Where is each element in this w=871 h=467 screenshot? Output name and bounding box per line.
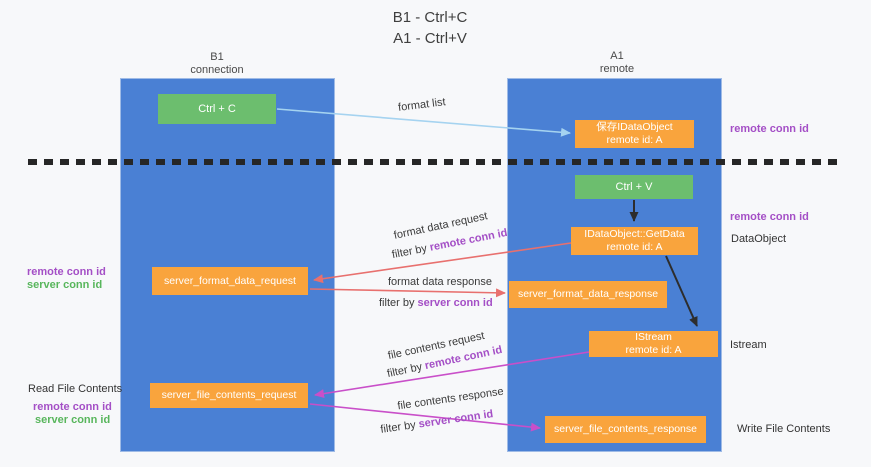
save-dataobject-line2: remote id: A	[606, 134, 663, 146]
dataobject-label: DataObject	[731, 233, 787, 245]
ctrl-v-box: Ctrl + V	[575, 175, 693, 199]
format-response-box: server_format_data_response	[509, 281, 667, 308]
format-data-response-label: format data response	[388, 276, 492, 288]
filter-by-server-label-1: filter by server conn id	[379, 297, 493, 309]
column-b1-name: B1	[210, 51, 224, 63]
filter-by-text: filter by	[390, 241, 432, 262]
save-dataobject-line1: 保存IDataObject	[596, 121, 673, 133]
format-request-label: server_format_data_request	[164, 274, 296, 287]
filter-by-text: filter by	[379, 418, 420, 436]
column-a1-subtitle: remote	[599, 63, 635, 75]
filter-by-text: filter by	[386, 360, 427, 381]
format-response-label: server_format_data_response	[517, 288, 659, 300]
save-dataobject-box: 保存IDataObject remote id: A	[575, 120, 694, 148]
server-conn-id-text: server conn id	[417, 408, 495, 431]
remote-conn-id-label-right-2: remote conn id	[730, 211, 809, 223]
istream-box: IStream remote id: A	[589, 331, 718, 357]
title-line-2: A1 - Ctrl+V	[393, 30, 467, 47]
file-request-box: server_file_contents_request	[150, 383, 308, 408]
filter-by-text: filter by	[379, 297, 418, 309]
read-file-contents-label: Read File Contents	[28, 383, 123, 395]
file-request-label: server_file_contents_request	[161, 389, 297, 401]
ctrl-v-label: Ctrl + V	[615, 181, 653, 193]
title-line-1: B1 - Ctrl+C	[392, 9, 468, 26]
remote-conn-id-label-left-1: remote conn id	[27, 266, 106, 278]
ctrl-c-box: Ctrl + C	[158, 94, 276, 124]
server-conn-id-label-left-1: server conn id	[27, 279, 103, 291]
write-file-contents-label: Write File Contents	[737, 423, 831, 435]
getdata-box: IDataObject::GetData remote id: A	[571, 227, 698, 255]
session-divider	[28, 159, 838, 165]
istream-line1: IStream	[635, 331, 672, 343]
column-b1-subtitle: connection	[190, 64, 244, 76]
remote-conn-id-label-right-1: remote conn id	[730, 123, 809, 135]
file-response-box: server_file_contents_response	[545, 416, 706, 443]
format-request-box: server_format_data_request	[152, 267, 308, 295]
getdata-line2: remote id: A	[606, 241, 663, 253]
filter-by-server-label-2: filter by server conn id	[380, 408, 494, 436]
column-a1-name: A1	[610, 50, 624, 62]
diagram-title: B1 - Ctrl+C A1 - Ctrl+V	[280, 7, 580, 49]
istream-line2: remote id: A	[625, 344, 682, 356]
file-response-label: server_file_contents_response	[553, 423, 697, 435]
istream-side-label: Istream	[730, 339, 767, 351]
server-conn-id-text: server conn id	[417, 297, 493, 309]
format-list-label: format list	[397, 96, 447, 114]
format-response-arrow	[309, 288, 506, 298]
server-conn-id-label-left-2: server conn id	[35, 414, 111, 426]
column-header-b1: B1 connection	[157, 51, 277, 77]
ctrl-c-label: Ctrl + C	[198, 103, 236, 115]
column-header-a1: A1 remote	[557, 50, 677, 76]
getdata-line1: IDataObject::GetData	[584, 228, 685, 240]
remote-conn-id-label-left-2: remote conn id	[33, 401, 112, 413]
